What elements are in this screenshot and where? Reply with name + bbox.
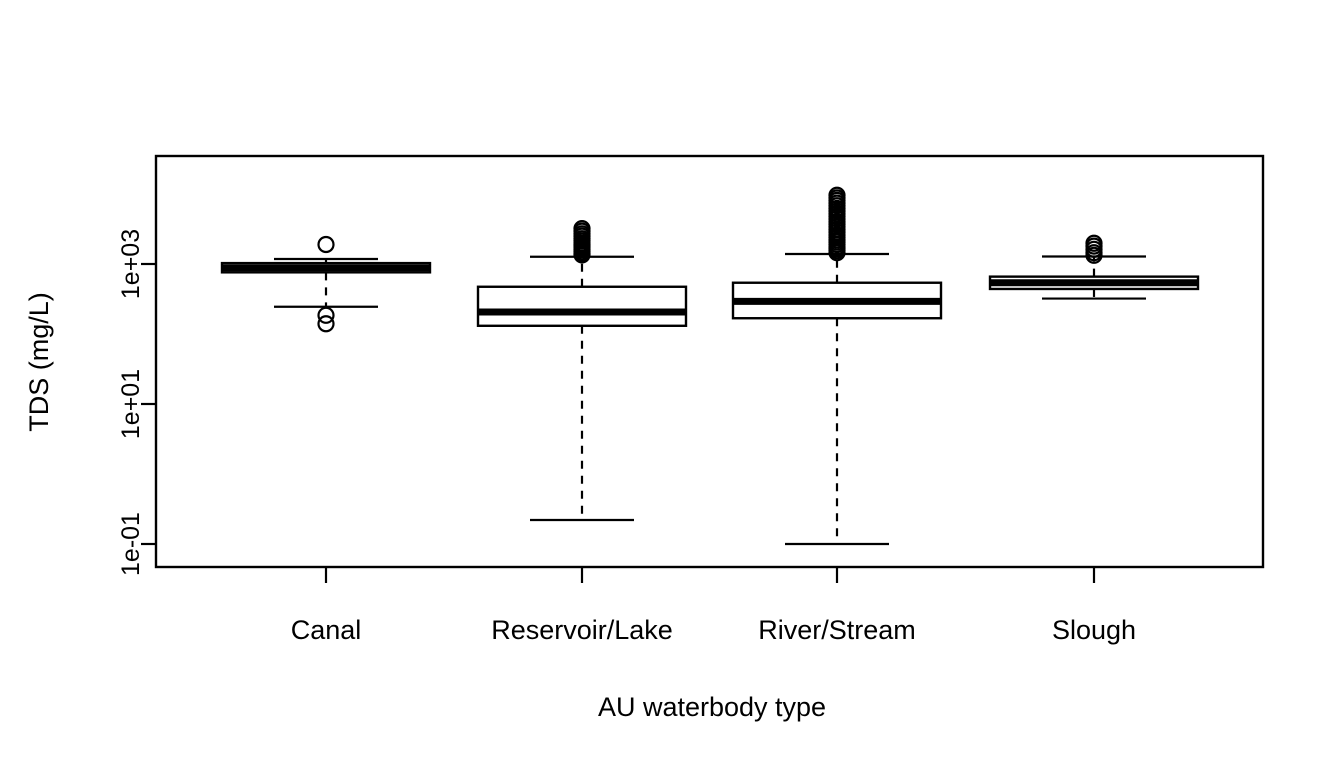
x-category-label: Canal [291, 615, 362, 645]
boxplot-reservoir-lake [476, 220, 688, 522]
boxplot-canal [220, 235, 432, 333]
outlier-point [317, 235, 335, 254]
boxplot-slough [988, 234, 1200, 300]
y-tick-label: 1e-01 [117, 512, 145, 576]
outlier-point [828, 186, 846, 204]
iqr-box [476, 285, 688, 327]
x-category-label: Reservoir/Lake [491, 615, 673, 645]
y-tick-label: 1e+03 [117, 229, 145, 299]
outlier-point [1085, 234, 1103, 252]
plot-frame [154, 154, 1265, 569]
outlier-point [317, 315, 335, 333]
outlier-point [573, 220, 591, 238]
box-series [220, 186, 1200, 546]
x-category-label: River/Stream [758, 615, 916, 645]
x-axis-title: AU waterbody type [598, 692, 826, 722]
y-tick-label: 1e+01 [117, 369, 145, 439]
x-category-label: Slough [1052, 615, 1136, 645]
y-axis-title: TDS (mg/L) [24, 292, 54, 432]
boxplot-river-stream [731, 186, 943, 546]
y-axis: 1e+03 1e+01 1e-01 [117, 229, 156, 576]
x-axis: Canal Reservoir/Lake River/Stream Slough [291, 567, 1136, 645]
outlier-point [317, 306, 335, 324]
